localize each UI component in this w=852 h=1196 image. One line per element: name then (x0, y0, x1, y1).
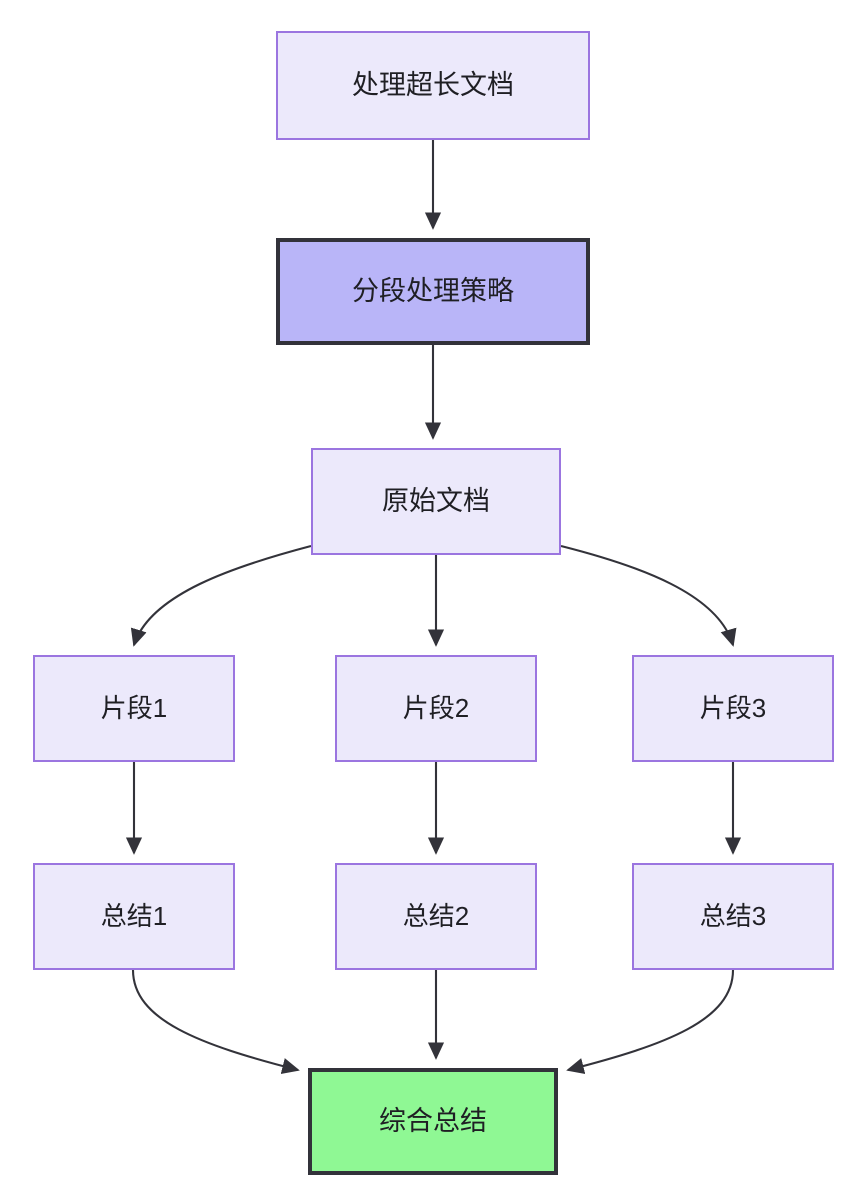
node-fragment-1[interactable]: 片段1 (33, 655, 235, 762)
edge-n3-to-n6 (560, 544, 737, 647)
node-fragment-3[interactable]: 片段3 (632, 655, 834, 762)
node-label: 分段处理策略 (352, 276, 514, 307)
node-label: 片段3 (699, 692, 767, 723)
edge-n3-to-n4 (130, 544, 312, 647)
node-label: 综合总结 (379, 1106, 487, 1137)
node-summary-2[interactable]: 总结2 (335, 863, 537, 970)
node-label: 片段2 (402, 692, 470, 723)
node-summary-3[interactable]: 总结3 (632, 863, 834, 970)
edge-n9-to-n10 (566, 969, 735, 1075)
edge-n7-to-n10 (131, 969, 300, 1075)
node-label: 总结3 (699, 900, 767, 931)
node-source-document[interactable]: 原始文档 (311, 448, 561, 555)
node-label: 总结1 (100, 900, 168, 931)
node-label: 总结2 (402, 900, 470, 931)
node-process-long-document[interactable]: 处理超长文档 (276, 31, 590, 140)
node-label: 片段1 (100, 692, 168, 723)
node-label: 原始文档 (382, 486, 490, 517)
node-chunking-strategy[interactable]: 分段处理策略 (276, 238, 590, 345)
node-label: 处理超长文档 (352, 70, 514, 101)
node-combined-summary[interactable]: 综合总结 (308, 1068, 558, 1175)
node-summary-1[interactable]: 总结1 (33, 863, 235, 970)
node-fragment-2[interactable]: 片段2 (335, 655, 537, 762)
